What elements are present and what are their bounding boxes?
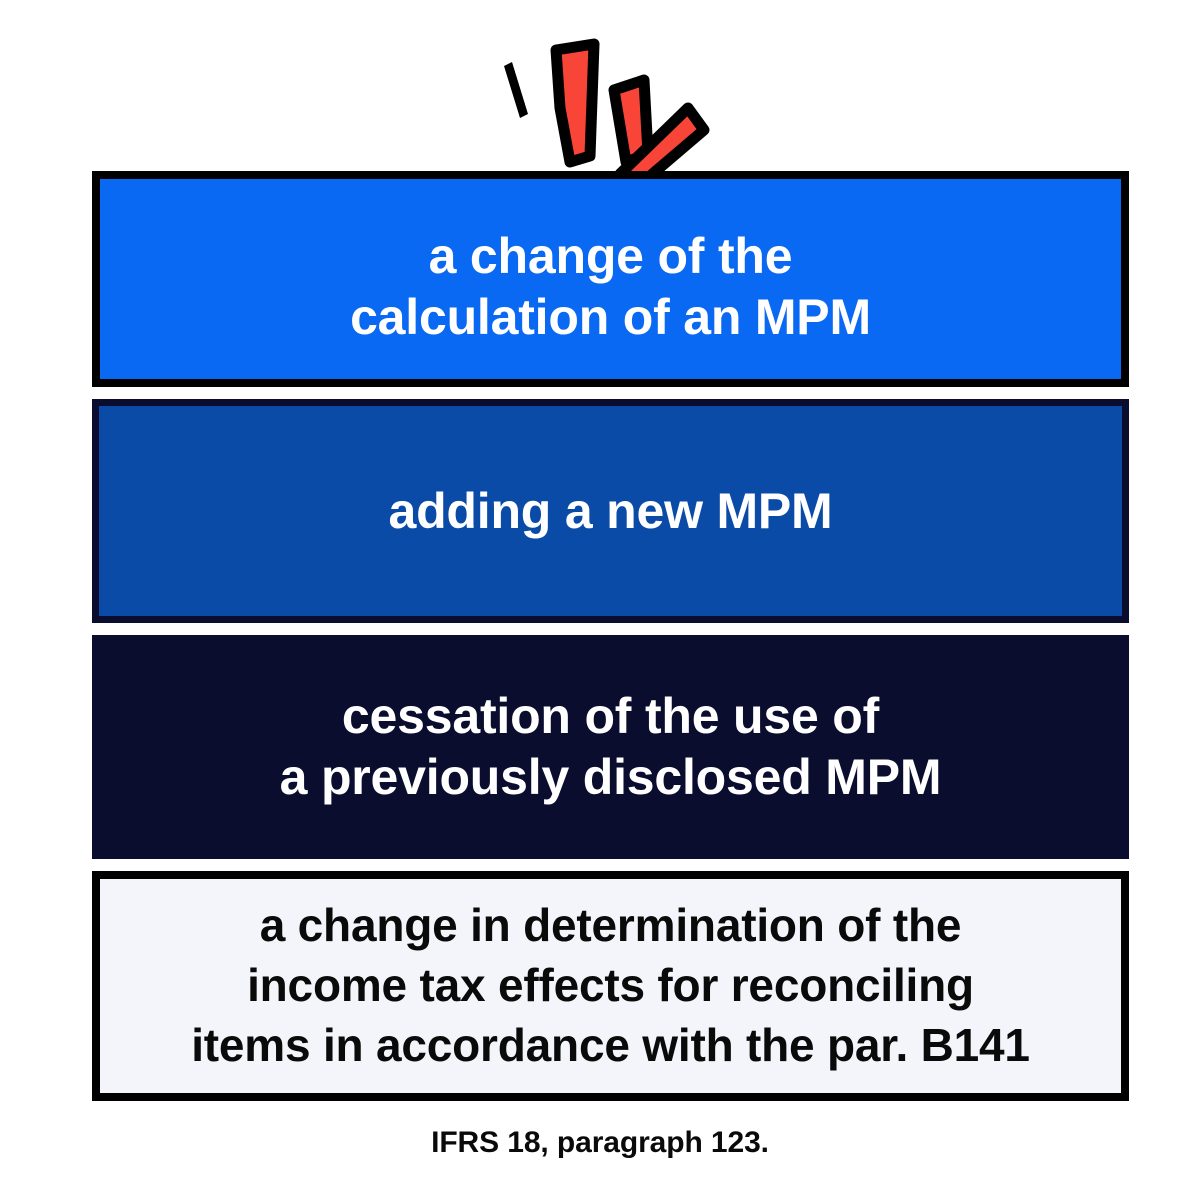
mpm-calculation-change-box[interactable]: a change of the calculation of an MPM [92,171,1129,387]
burst-tick-left-icon [504,62,528,118]
mpm-new-box[interactable]: adding a new MPM [92,399,1129,623]
mpm-tax-effects-change-label: a change in determination of the income … [191,899,1030,1071]
mpm-cessation-box[interactable]: cessation of the use of a previously dis… [92,635,1129,859]
source-caption: IFRS 18, paragraph 123. [431,1126,769,1159]
mpm-change-list: a change of the calculation of an MPM ad… [92,171,1129,1101]
mpm-calculation-change-label: a change of the calculation of an MPM [350,228,871,345]
mpm-tax-effects-change-box[interactable]: a change in determination of the income … [92,871,1129,1101]
mpm-cessation-label: cessation of the use of a previously dis… [279,688,942,805]
burst-ray-1-icon [550,38,600,168]
burst-ray-2-icon [608,74,654,168]
mpm-new-label: adding a new MPM [388,482,833,539]
